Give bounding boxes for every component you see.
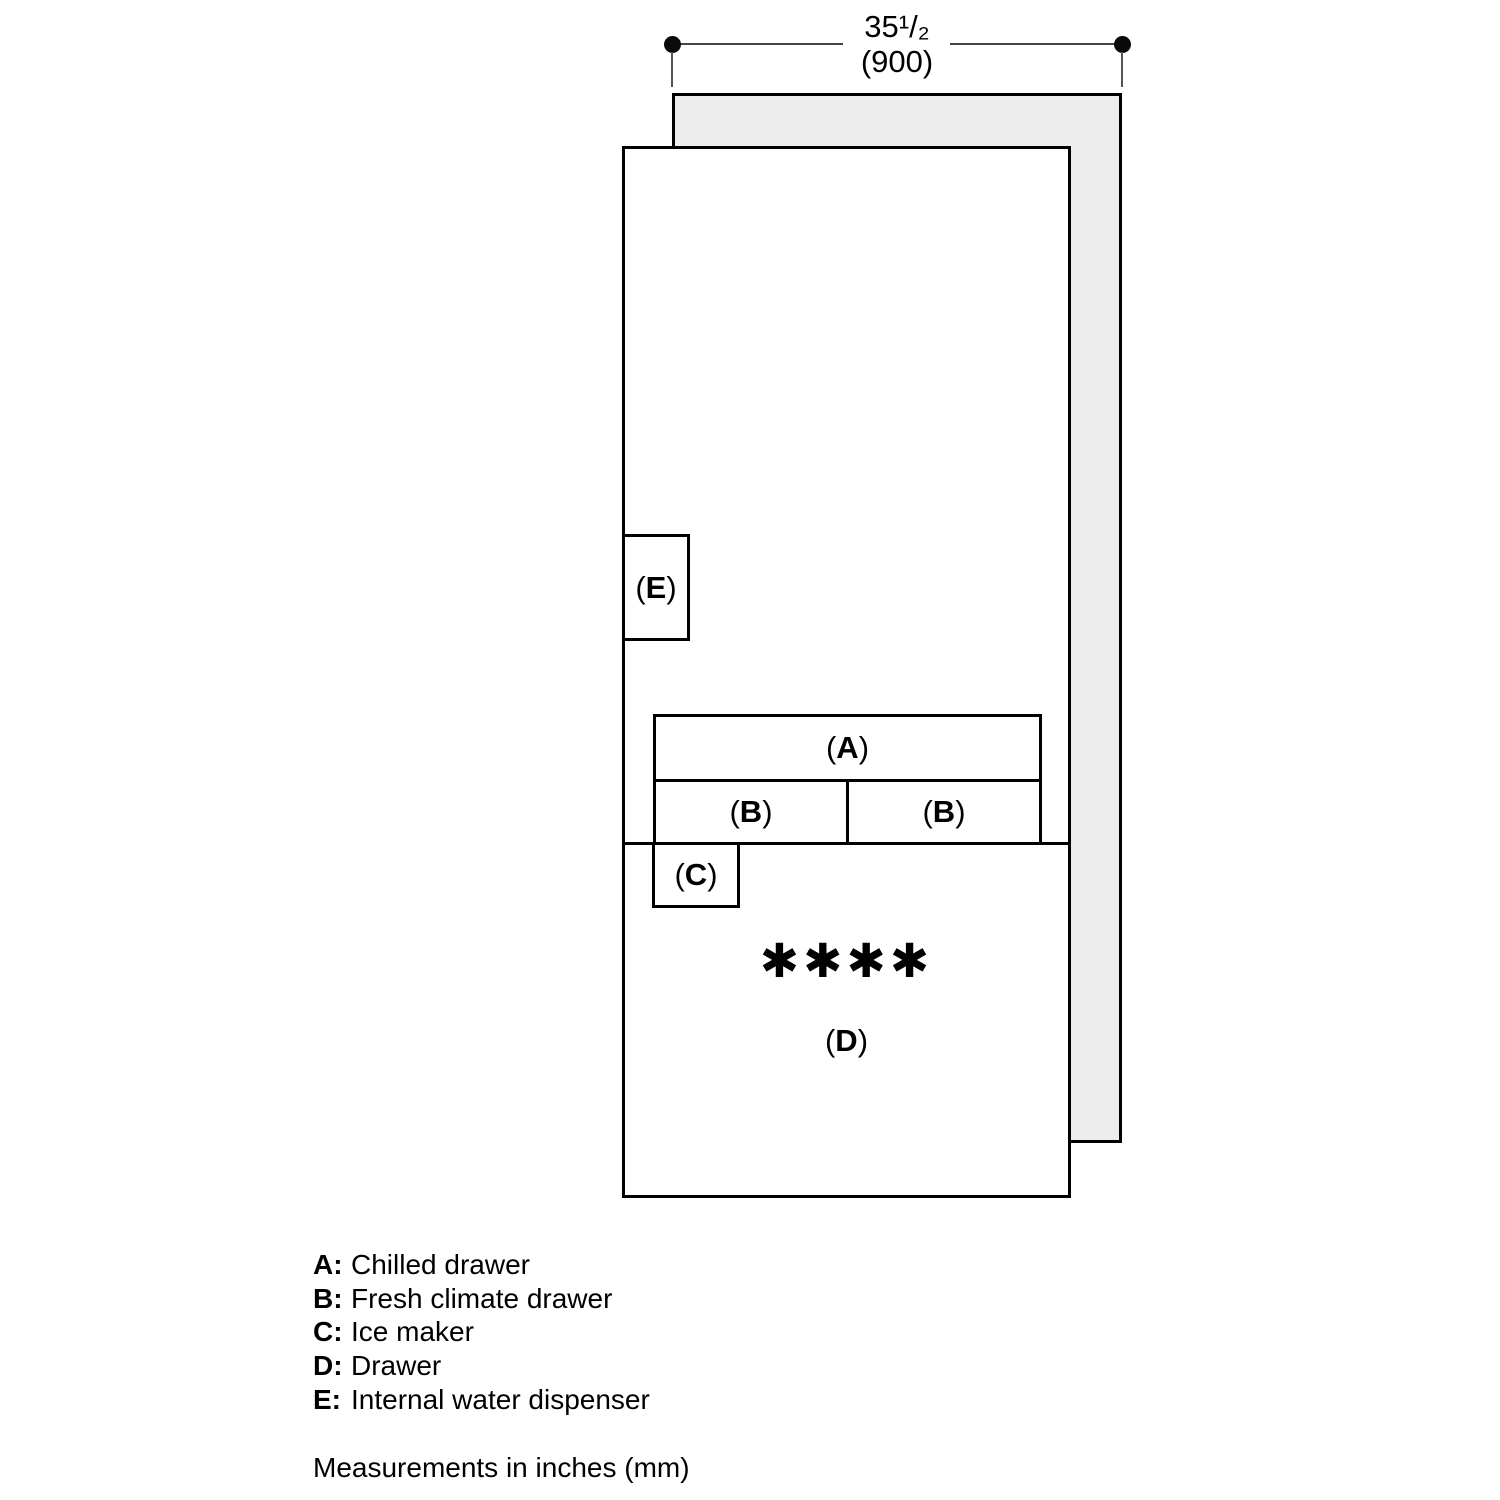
freezer-star-rating: ✱✱✱✱ bbox=[759, 934, 934, 987]
legend-key-b: B: bbox=[313, 1282, 343, 1314]
legend-row-internal-water-dispenser: E: Internal water dispenser bbox=[313, 1383, 650, 1417]
legend-key-c: C: bbox=[313, 1316, 343, 1348]
freezer-drawer-label-wrap: (D) bbox=[622, 1023, 1071, 1059]
water-dispenser-box: (E) bbox=[622, 534, 690, 641]
legend-desc-b: Fresh climate drawer bbox=[351, 1282, 613, 1314]
measurement-units-note: Measurements in inches (mm) bbox=[313, 1452, 690, 1483]
dimension-extension-line-right bbox=[1121, 52, 1123, 87]
dimension-line-left-segment bbox=[672, 43, 843, 45]
dimension-endpoint-dot-right bbox=[1114, 36, 1131, 53]
drawer-group: (A) (B) (B) bbox=[653, 714, 1042, 845]
legend-desc-c: Ice maker bbox=[351, 1316, 474, 1348]
appliance-front-panel bbox=[622, 146, 1071, 1198]
chilled-drawer-box: (A) bbox=[656, 717, 1039, 782]
legend-row-drawer: D:Drawer bbox=[313, 1349, 650, 1383]
dimension-line-right-segment bbox=[950, 43, 1123, 45]
fresh-climate-drawer-row: (B) (B) bbox=[656, 782, 1039, 842]
ice-maker-box: (C) bbox=[652, 842, 740, 908]
fresh-climate-drawer-left-box: (B) bbox=[656, 782, 849, 842]
legend-desc-e: Internal water dispenser bbox=[351, 1383, 650, 1415]
dimension-value-inches: 35¹/₂ bbox=[864, 9, 930, 44]
ice-maker-label: (C) bbox=[674, 857, 718, 892]
water-dispenser-label: (E) bbox=[635, 569, 677, 605]
legend-desc-d: Drawer bbox=[351, 1350, 442, 1382]
freezer-drawer-label: (D) bbox=[824, 1023, 869, 1058]
legend: A:Chilled drawer B:Fresh climate drawer … bbox=[313, 1248, 650, 1417]
legend-key-d: D: bbox=[313, 1350, 343, 1382]
dimension-value-mm: (900) bbox=[860, 44, 934, 79]
chilled-drawer-label: (A) bbox=[825, 730, 870, 765]
fresh-climate-drawer-right-label: (B) bbox=[922, 794, 966, 829]
legend-row-chilled-drawer: A: Chilled drawer bbox=[313, 1248, 650, 1282]
dimension-extension-line-left bbox=[671, 52, 673, 87]
legend-row-fresh-climate-drawer: B:Fresh climate drawer bbox=[313, 1282, 650, 1316]
dimension-endpoint-dot-left bbox=[664, 36, 681, 53]
legend-desc-a: Chilled drawer bbox=[351, 1249, 530, 1280]
fresh-climate-drawer-right-box: (B) bbox=[849, 782, 1039, 842]
legend-key-a: A: bbox=[313, 1249, 343, 1280]
legend-key-e: E: bbox=[313, 1383, 341, 1415]
freezer-divider-line bbox=[622, 842, 1071, 845]
legend-row-ice-maker: C:Ice maker bbox=[313, 1315, 650, 1349]
fresh-climate-drawer-left-label: (B) bbox=[729, 794, 773, 829]
